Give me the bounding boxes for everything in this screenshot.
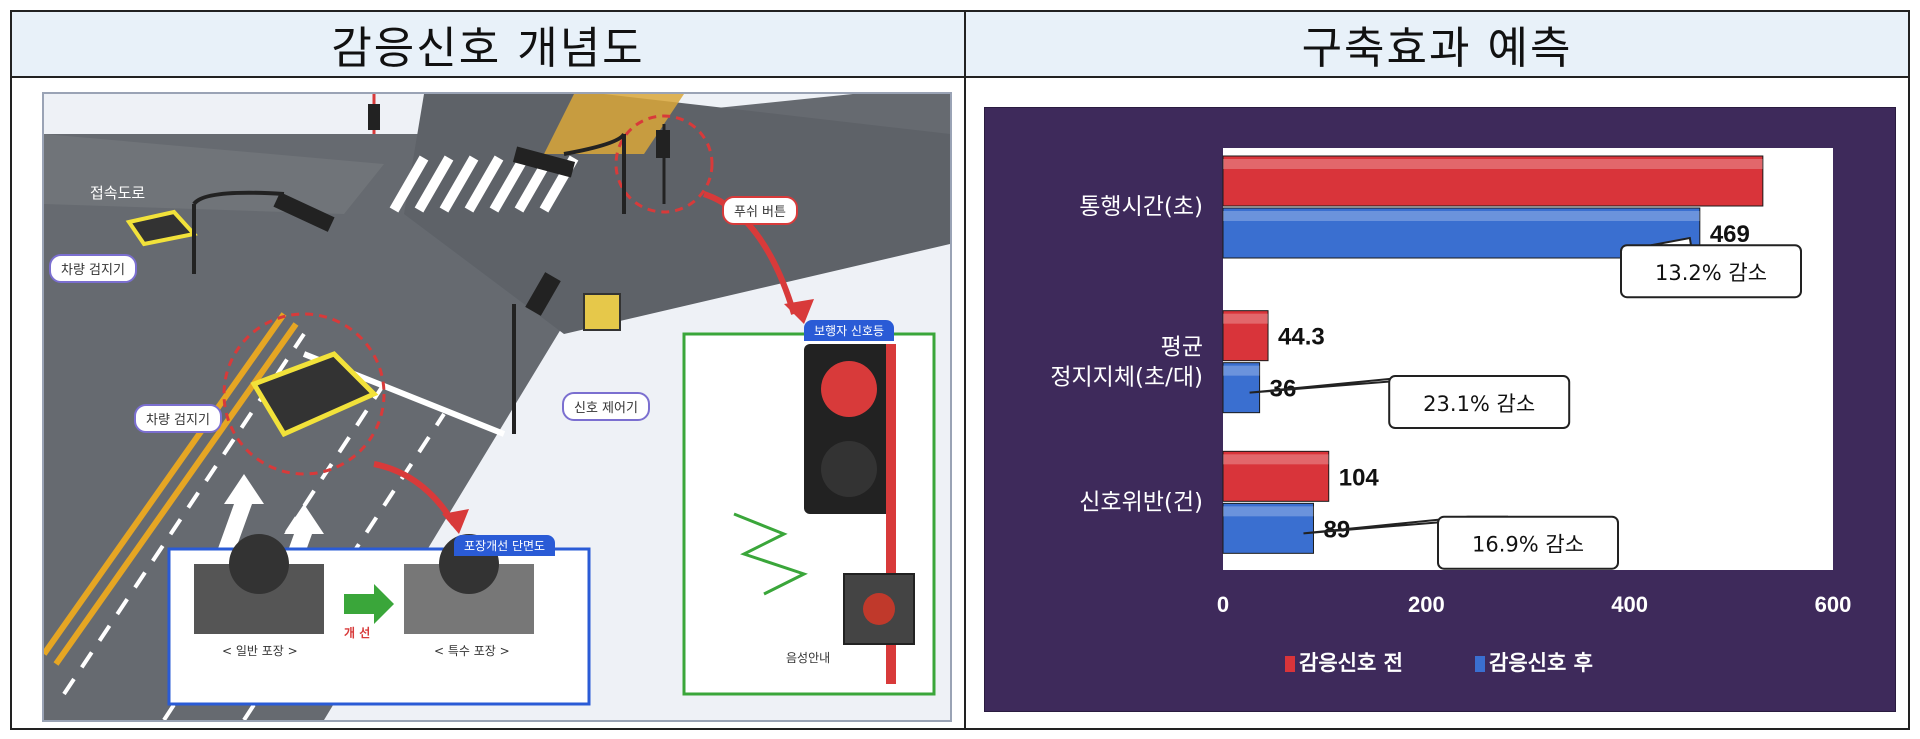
label-access-road: 접속도로 <box>90 184 146 202</box>
traffic-signal-2 <box>512 146 576 178</box>
label-after-pavement: < 특수 포장 > <box>434 644 510 658</box>
category-label: 평균 <box>1161 335 1203 361</box>
bar-before <box>1222 450 1330 502</box>
bar-highlight <box>1223 365 1260 376</box>
bar-after <box>1222 362 1261 414</box>
bar-value-label: 469 <box>1710 221 1750 248</box>
left-panel-title: 감응신호 개념도 <box>12 12 966 78</box>
label-vehicle-detector-top: 차량 검지기 <box>49 254 137 283</box>
traffic-signal-1 <box>273 192 335 232</box>
reduction-annotation: 23.1% 감소 <box>1423 392 1535 416</box>
category-label: 통행시간(초) <box>1079 194 1203 220</box>
bar-before <box>1222 155 1764 207</box>
legend-label: 감응신호 후 <box>1489 651 1593 675</box>
label-improvement: 개 선 <box>344 626 371 640</box>
x-tick-label: 400 <box>1611 592 1648 617</box>
bar-highlight <box>1223 506 1314 517</box>
category-label: 신호위반(건) <box>1079 489 1203 515</box>
panel-divider <box>964 76 966 730</box>
bar-before <box>1222 310 1269 362</box>
x-tick-label: 600 <box>1815 592 1852 617</box>
bar-highlight <box>1223 211 1700 221</box>
bar-highlight <box>1223 454 1329 465</box>
detector-pad-mid <box>250 351 379 438</box>
x-tick-label: 200 <box>1408 592 1445 617</box>
x-tick-label: 0 <box>1217 592 1229 617</box>
label-pavement-improvement: 포장개선 단면도 <box>454 535 556 556</box>
right-panel-title: 구축효과 예측 <box>966 12 1908 78</box>
legend-label: 감응신호 전 <box>1299 651 1403 675</box>
intersection-drawing <box>44 94 950 720</box>
signal-controller-box <box>583 293 621 331</box>
label-voice-guide: 음성안내 <box>786 651 831 665</box>
bar-after <box>1222 502 1314 554</box>
callout-fill <box>1440 518 1616 567</box>
label-push-button: 푸쉬 버튼 <box>722 196 798 225</box>
bar-highlight <box>1223 159 1763 169</box>
reduction-annotation: 16.9% 감소 <box>1472 533 1584 557</box>
bar-value-label: 44.3 <box>1278 324 1325 351</box>
bar-value-label: 104 <box>1339 464 1380 491</box>
category-label: 정지지체(초/대) <box>1050 365 1203 391</box>
bar-highlight <box>1223 313 1269 324</box>
figure-frame: 감응신호 개념도 구축효과 예측 <box>10 10 1910 730</box>
legend-swatch <box>1285 656 1295 672</box>
callout-fill <box>1623 247 1799 296</box>
concept-illustration: 접속도로 차량 검지기 차량 검지기 푸쉬 버튼 신호 제어기 보행자 신호등 … <box>42 92 952 722</box>
label-before-pavement: < 일반 포장 > <box>222 644 298 658</box>
label-pedestrian-signal: 보행자 신호등 <box>804 320 895 341</box>
callout-fill <box>1391 378 1568 427</box>
legend-swatch <box>1475 656 1485 672</box>
label-signal-controller: 신호 제어기 <box>562 392 650 421</box>
reduction-annotation: 13.2% 감소 <box>1655 261 1767 285</box>
label-vehicle-detector-mid: 차량 검지기 <box>134 404 222 433</box>
bar-value-label: 531 <box>1773 169 1813 196</box>
